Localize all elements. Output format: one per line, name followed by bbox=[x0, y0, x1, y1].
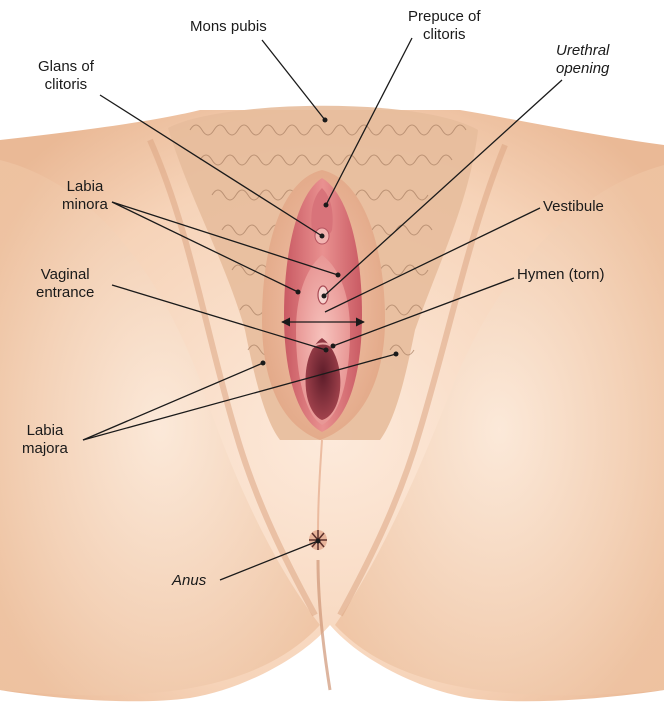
leader-glans bbox=[99, 94, 323, 237]
label-anus-text: Anus bbox=[172, 572, 207, 589]
label-prepuce: Prepuce of clitoris bbox=[408, 8, 481, 44]
leader-vaginal bbox=[111, 284, 327, 351]
leader-urethral bbox=[323, 79, 563, 297]
perineum-line bbox=[317, 439, 323, 536]
gluteal-cleft bbox=[316, 559, 332, 691]
label-vestibule: Vestibule bbox=[543, 198, 604, 216]
leader-labia-majora-a bbox=[82, 362, 264, 441]
label-urethral-line1: Urethral bbox=[556, 42, 610, 59]
label-labia-minora: Labia minora bbox=[62, 178, 108, 214]
label-vaginal-line2: entrance bbox=[36, 284, 95, 301]
label-anus: Anus bbox=[172, 572, 206, 590]
label-prepuce-line2: clitoris bbox=[423, 26, 466, 43]
label-glans-line2: clitoris bbox=[44, 76, 88, 93]
label-urethral-opening: Urethral opening bbox=[556, 42, 609, 78]
label-urethral-line2: opening bbox=[556, 60, 610, 77]
label-mons-pubis-text: Mons pubis bbox=[190, 18, 267, 35]
leader-labia-minora-b bbox=[111, 201, 299, 293]
label-labia-minora-line2: minora bbox=[62, 196, 108, 213]
label-labia-majora-line1: Labia bbox=[26, 422, 64, 439]
label-labia-majora-line2: majora bbox=[22, 440, 68, 457]
leader-vestibule bbox=[324, 207, 541, 313]
leader-labia-minora-a bbox=[111, 201, 339, 276]
leader-mons-pubis bbox=[261, 39, 326, 121]
left-crease bbox=[147, 138, 318, 617]
label-labia-minora-line1: Labia bbox=[66, 178, 104, 195]
leader-dots bbox=[260, 117, 399, 544]
right-crease bbox=[337, 143, 508, 617]
leader-labia-majora-b bbox=[82, 353, 397, 441]
left-thigh bbox=[0, 160, 320, 696]
label-hymen-text: Hymen (torn) bbox=[517, 266, 605, 283]
label-vaginal-line1: Vaginal bbox=[40, 266, 90, 283]
label-vaginal-entrance: Vaginal entrance bbox=[36, 266, 94, 302]
vaginal-opening bbox=[305, 338, 341, 420]
leader-prepuce bbox=[325, 37, 413, 206]
label-labia-majora: Labia majora bbox=[22, 422, 68, 458]
label-mons-pubis: Mons pubis bbox=[190, 18, 267, 36]
label-hymen: Hymen (torn) bbox=[517, 266, 605, 284]
label-prepuce-line1: Prepuce of bbox=[408, 8, 481, 25]
label-glans: Glans of clitoris bbox=[38, 58, 94, 94]
leader-anus bbox=[219, 540, 319, 581]
label-vestibule-text: Vestibule bbox=[543, 198, 604, 215]
label-glans-line1: Glans of bbox=[38, 58, 94, 75]
leader-hymen bbox=[332, 277, 515, 347]
leader-lines bbox=[82, 37, 563, 581]
prepuce bbox=[311, 188, 333, 238]
right-thigh bbox=[335, 165, 664, 696]
